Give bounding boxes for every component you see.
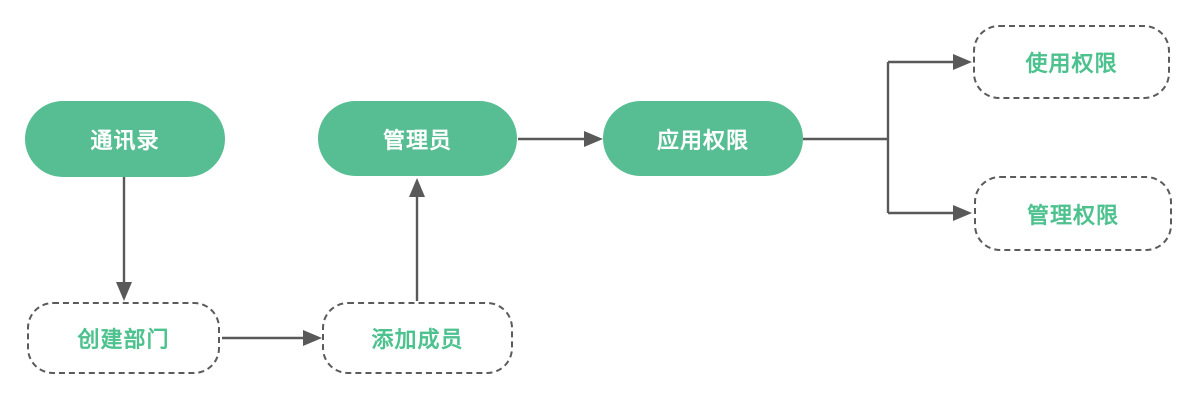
- arrowhead-right-app-permission: [584, 131, 603, 147]
- node-app-permission[interactable]: 应用权限: [603, 101, 803, 176]
- node-manage-permission[interactable]: 管理权限: [974, 176, 1172, 251]
- node-add-member-label: 添加成员: [371, 327, 464, 352]
- arrowhead-right-add-member: [303, 330, 322, 346]
- node-contacts[interactable]: 通讯录: [25, 101, 225, 177]
- node-use-permission-label: 使用权限: [1025, 51, 1118, 76]
- arrowhead-down-create-department: [116, 282, 132, 301]
- node-app-permission-label: 应用权限: [656, 127, 749, 153]
- arrowhead-up-admin: [409, 178, 425, 197]
- node-add-member[interactable]: 添加成员: [322, 302, 513, 374]
- connector-app-permission-branch: [803, 60, 953, 215]
- node-manage-permission-label: 管理权限: [1026, 202, 1119, 228]
- node-use-permission[interactable]: 使用权限: [973, 25, 1170, 99]
- arrowhead-right-use-permission: [953, 54, 972, 70]
- node-contacts-label: 通讯录: [90, 128, 160, 153]
- arrowhead-right-manage-permission: [953, 205, 972, 221]
- node-create-department-label: 创建部门: [77, 327, 170, 352]
- node-admin-label: 管理员: [382, 127, 452, 153]
- node-admin[interactable]: 管理员: [318, 101, 517, 176]
- node-create-department[interactable]: 创建部门: [27, 302, 220, 374]
